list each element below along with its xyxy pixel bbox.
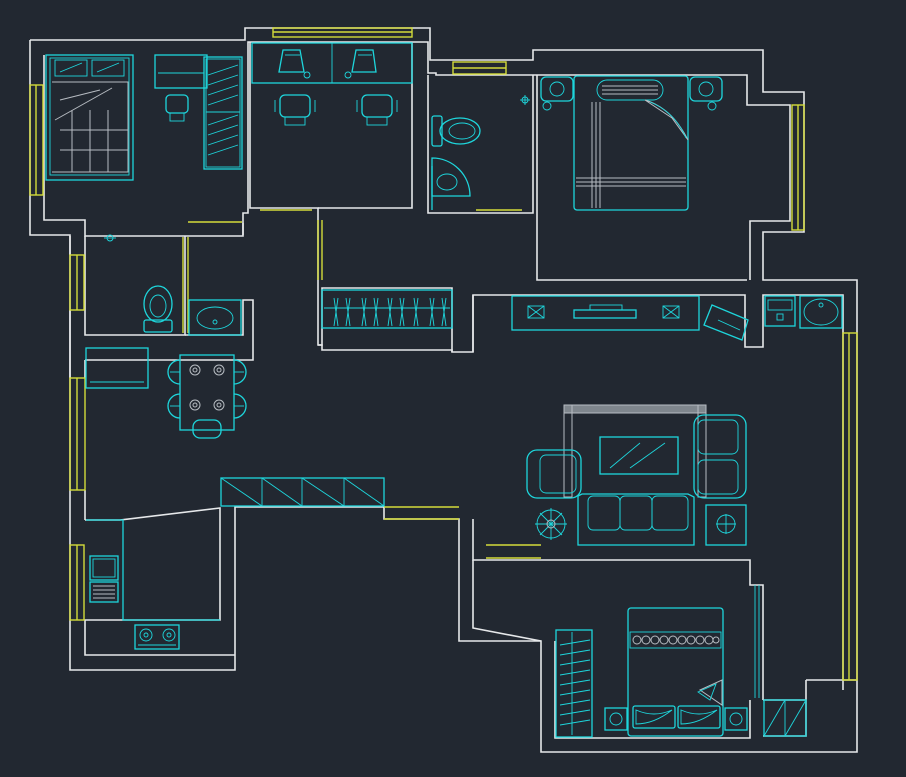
plant-icon [535,508,567,540]
desk-chair-icon [165,94,189,122]
toilet-icon [143,285,173,333]
lamp-icon [604,707,748,731]
tv-cabinet-icon [511,295,749,341]
desk-chair-icon [251,42,413,126]
toilet-icon [431,115,481,147]
bed-icon [573,75,689,211]
stove-icon [134,624,180,650]
wardrobe-icon [754,585,807,737]
bed-icon [45,54,134,181]
shower-icon [104,234,116,242]
wardrobe-icon [85,347,149,389]
bed-icon [627,607,724,737]
washing-machine-icon [764,295,843,329]
dining-table-icon [167,354,247,439]
lamp-icon [540,76,723,111]
sofa-icon [526,404,747,546]
walls [29,27,858,753]
wardrobe-icon [321,289,453,329]
windows [29,27,858,681]
wardrobe-icon [220,477,385,507]
sink-icon [188,299,242,336]
sink-icon [431,95,530,210]
sink-icon [86,519,220,621]
wardrobe-icon [154,54,243,170]
wardrobe-icon [555,629,593,738]
